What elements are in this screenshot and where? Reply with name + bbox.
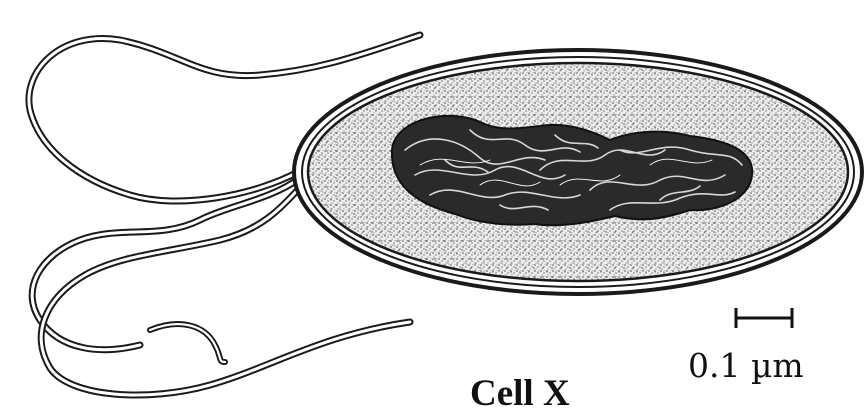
scale-bar-label: 0.1 µm	[688, 346, 838, 385]
flagellum-short	[150, 324, 225, 362]
scale-bar	[736, 308, 792, 328]
diagram-caption: Cell X	[470, 372, 650, 415]
